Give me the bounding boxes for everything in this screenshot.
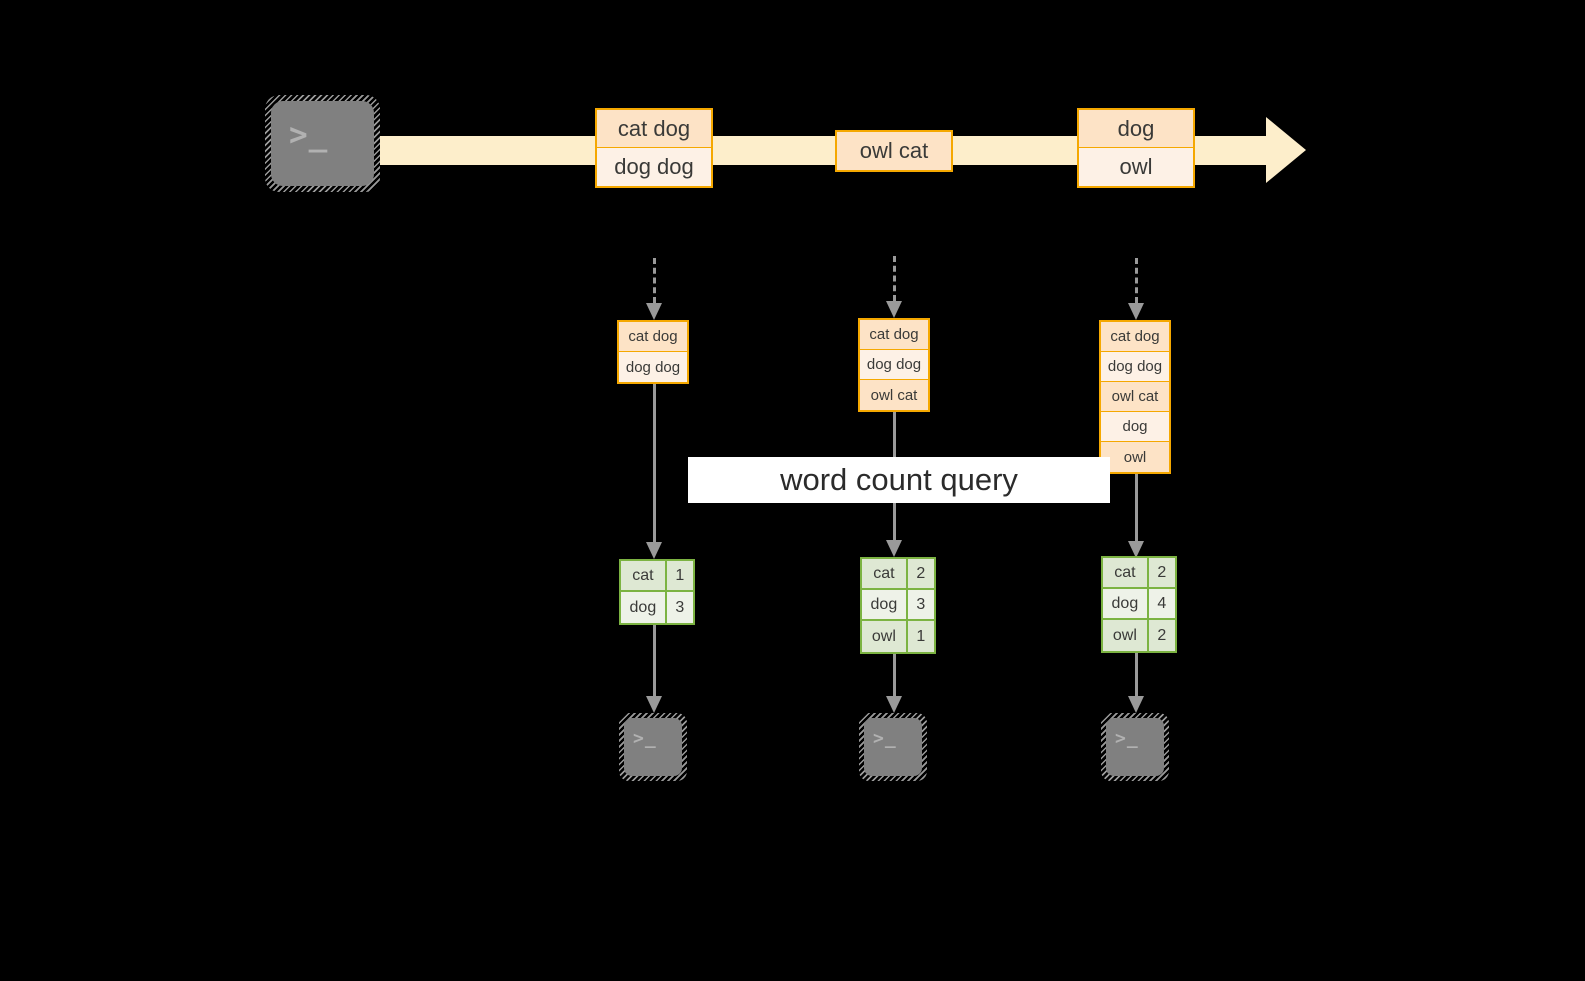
- table-cell-word: owl: [862, 621, 908, 652]
- table-cell-count: 3: [907, 590, 934, 619]
- table-cell-word: cat: [862, 559, 908, 588]
- state-row: cat dog: [1101, 322, 1169, 352]
- sink-terminal-icon-1: >_: [619, 713, 687, 781]
- arrow-head: [646, 542, 662, 559]
- table-cell-count: 3: [666, 592, 693, 623]
- terminal-prompt-glyph: >_: [873, 728, 897, 749]
- terminal-prompt-glyph: >_: [1115, 728, 1139, 749]
- stream-timeline-arrowhead: [1266, 117, 1306, 183]
- query-banner-label: word count query: [780, 462, 1018, 497]
- table-row: owl 2: [1103, 620, 1175, 651]
- arrow-head: [886, 540, 902, 557]
- snapshot-state-3: cat dog dog dog owl cat dog owl: [1099, 320, 1171, 474]
- snapshot-state-1: cat dog dog dog: [617, 320, 689, 384]
- table-cell-word: dog: [1103, 589, 1149, 618]
- state-row: dog dog: [860, 350, 928, 380]
- table-row: cat 1: [621, 561, 693, 592]
- terminal-face: [271, 101, 374, 186]
- stream-record-1: cat dog dog dog: [595, 108, 713, 188]
- state-row: dog dog: [1101, 352, 1169, 382]
- table-cell-word: owl: [1103, 620, 1149, 651]
- state-row: cat dog: [619, 322, 687, 352]
- arrow-head: [886, 696, 902, 713]
- arrow-shaft: [1135, 258, 1138, 303]
- arrow-head: [886, 301, 902, 318]
- source-terminal-icon: >_: [265, 95, 380, 192]
- stream-record-line: cat dog: [597, 110, 711, 148]
- table-cell-word: cat: [1103, 558, 1149, 587]
- table-cell-count: 2: [907, 559, 934, 588]
- word-count-table-3: cat 2 dog 4 owl 2: [1101, 556, 1177, 653]
- arrow-head: [646, 696, 662, 713]
- arrow-head: [646, 303, 662, 320]
- table-cell-word: dog: [862, 590, 908, 619]
- table-row: cat 2: [862, 559, 934, 590]
- arrow-shaft: [893, 651, 896, 696]
- terminal-prompt-glyph: >_: [633, 728, 657, 749]
- stream-record-line: owl cat: [837, 132, 951, 170]
- arrow-shaft: [893, 256, 896, 301]
- word-count-table-1: cat 1 dog 3: [619, 559, 695, 625]
- arrow-head: [1128, 303, 1144, 320]
- stream-record-line: dog: [1079, 110, 1193, 148]
- table-cell-count: 1: [907, 621, 934, 652]
- state-row: owl: [1101, 442, 1169, 472]
- table-row: cat 2: [1103, 558, 1175, 589]
- word-count-table-2: cat 2 dog 3 owl 1: [860, 557, 936, 654]
- terminal-prompt-glyph: >_: [289, 117, 329, 153]
- state-row: owl cat: [860, 380, 928, 410]
- table-row: dog 3: [862, 590, 934, 621]
- stream-record-line: owl: [1079, 148, 1193, 186]
- terminal-face: [624, 718, 682, 776]
- table-cell-word: dog: [621, 592, 667, 623]
- state-row: owl cat: [1101, 382, 1169, 412]
- terminal-face: [1106, 718, 1164, 776]
- table-cell-count: 1: [666, 561, 693, 590]
- table-row: dog 4: [1103, 589, 1175, 620]
- arrow-head: [1128, 541, 1144, 558]
- arrow-shaft: [653, 382, 656, 542]
- table-cell-word: cat: [621, 561, 667, 590]
- stream-record-3: dog owl: [1077, 108, 1195, 188]
- state-row: dog dog: [619, 352, 687, 382]
- sink-terminal-icon-3: >_: [1101, 713, 1169, 781]
- snapshot-state-2: cat dog dog dog owl cat: [858, 318, 930, 412]
- table-cell-count: 4: [1148, 589, 1175, 618]
- table-cell-count: 2: [1148, 558, 1175, 587]
- table-row: dog 3: [621, 592, 693, 623]
- state-row: cat dog: [860, 320, 928, 350]
- arrow-shaft: [1135, 650, 1138, 696]
- arrow-head: [1128, 696, 1144, 713]
- arrow-shaft: [653, 258, 656, 303]
- terminal-face: [864, 718, 922, 776]
- table-cell-count: 2: [1148, 620, 1175, 651]
- state-row: dog: [1101, 412, 1169, 442]
- query-banner: word count query: [688, 457, 1110, 503]
- arrow-shaft: [1135, 473, 1138, 541]
- table-row: owl 1: [862, 621, 934, 652]
- stream-record-2: owl cat: [835, 130, 953, 172]
- stream-record-line: dog dog: [597, 148, 711, 186]
- arrow-shaft: [653, 622, 656, 696]
- sink-terminal-icon-2: >_: [859, 713, 927, 781]
